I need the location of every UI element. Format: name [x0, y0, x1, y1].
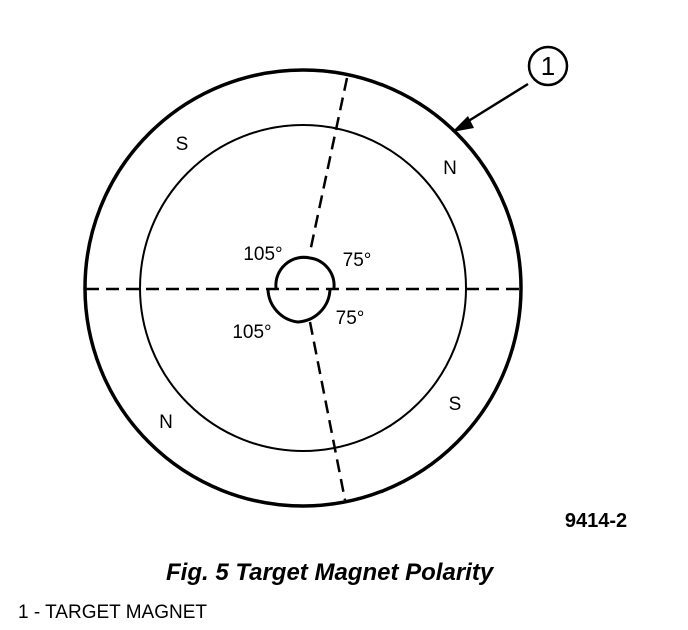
angle-arc-lower: [266, 288, 332, 324]
figure-reference-code: 9414-2: [565, 510, 627, 532]
outer-ring: [83, 68, 523, 508]
angle-label-upper-right: 75°: [343, 250, 372, 271]
angle-label-lower-right: 75°: [336, 308, 365, 329]
tilted-division-line-lower: [308, 321, 347, 501]
pole-label-upper-right: N: [443, 158, 457, 179]
angle-label-upper-left: 105°: [243, 244, 282, 265]
callout-circle: [527, 45, 569, 87]
pole-label-upper-left: S: [176, 134, 189, 155]
angle-arc-upper: [274, 255, 336, 289]
callout-arrowhead: [452, 116, 474, 132]
callout-number: 1: [541, 51, 555, 81]
angle-label-lower-left: 105°: [232, 322, 271, 343]
callout-leader-line: [461, 82, 529, 127]
tilted-division-line-upper: [308, 77, 349, 253]
pole-label-lower-left: N: [159, 412, 173, 433]
legend-item: 1 - TARGET MAGNET: [18, 602, 207, 623]
pole-label-lower-right: S: [449, 394, 462, 415]
figure-caption: Fig. 5 Target Magnet Polarity: [166, 559, 494, 586]
